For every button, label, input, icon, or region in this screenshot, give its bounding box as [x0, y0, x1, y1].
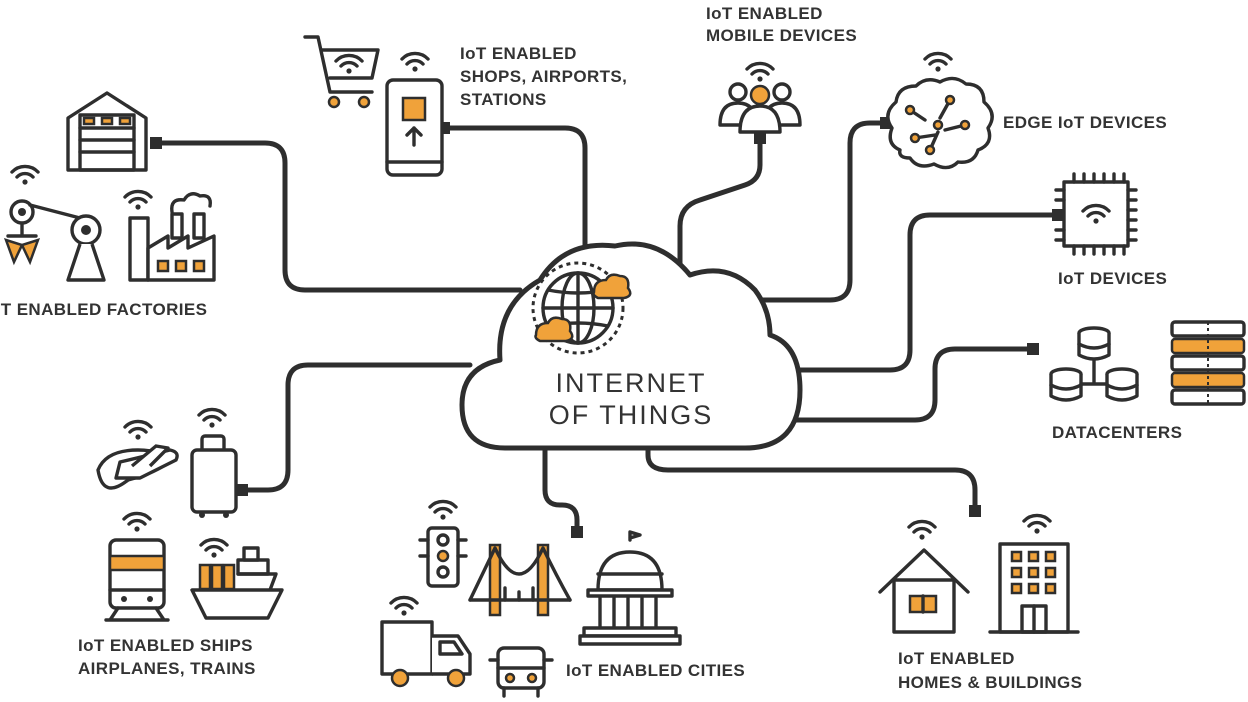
- line-datacenters: [787, 346, 1036, 423]
- center-title-line1: INTERNET: [556, 368, 707, 398]
- label-mobile-line2: MOBILE DEVICES: [706, 26, 857, 45]
- truck-icon: [380, 595, 472, 688]
- bridge-icon: [468, 543, 572, 617]
- shopping-cart-icon: [303, 35, 380, 109]
- smartphone-icon: [385, 51, 444, 177]
- label-edge: EDGE IoT DEVICES: [1003, 113, 1167, 132]
- label-transport-line1: IoT ENABLED SHIPS: [78, 636, 253, 655]
- label-mobile-line1: IoT ENABLED: [706, 4, 823, 23]
- line-shops: [441, 125, 588, 253]
- office-building-icon: [988, 513, 1080, 634]
- microchip-icon: [1054, 172, 1138, 256]
- line-edge: [737, 120, 889, 303]
- label-iot-devices: IoT DEVICES: [1058, 269, 1167, 288]
- label-datacenters: DATACENTERS: [1052, 423, 1182, 442]
- line-factories: [153, 140, 523, 293]
- traffic-light-icon: [418, 499, 468, 588]
- label-factories: oT ENABLED FACTORIES: [0, 300, 207, 319]
- database-icon: [1049, 326, 1139, 402]
- robot-arm-icon: [3, 164, 106, 282]
- train-icon: [104, 511, 170, 622]
- line-transport: [239, 362, 473, 493]
- label-shops-line1: IoT ENABLED: [460, 44, 577, 63]
- people-group-icon: [718, 61, 802, 134]
- warehouse-icon: [66, 91, 148, 172]
- label-shops-line3: STATIONS: [460, 90, 547, 109]
- line-homes: [645, 445, 978, 513]
- capitol-icon: [578, 530, 682, 646]
- line-iot-devices: [787, 212, 1061, 373]
- label-homes-line1: IoT ENABLED: [898, 649, 1015, 668]
- line-mobile: [677, 137, 763, 273]
- label-transport-line2: AIRPLANES, TRAINS: [78, 659, 256, 678]
- label-shops-line2: SHOPS, AIRPORTS,: [460, 67, 627, 86]
- brain-chip-icon: [886, 51, 994, 170]
- house-icon: [878, 519, 970, 634]
- luggage-icon: [190, 407, 238, 518]
- center-title-line2: OF THINGS: [549, 400, 714, 430]
- line-cities: [542, 447, 580, 533]
- car-icon: [488, 646, 554, 698]
- globe-icon: [531, 261, 632, 355]
- ship-icon: [190, 537, 284, 620]
- factory-icon: [123, 189, 216, 282]
- label-homes-line2: HOMES & BUILDINGS: [898, 673, 1082, 692]
- server-rack-icon: [1170, 320, 1246, 406]
- label-cities: IoT ENABLED CITIES: [566, 661, 745, 680]
- airplane-icon: [96, 419, 179, 490]
